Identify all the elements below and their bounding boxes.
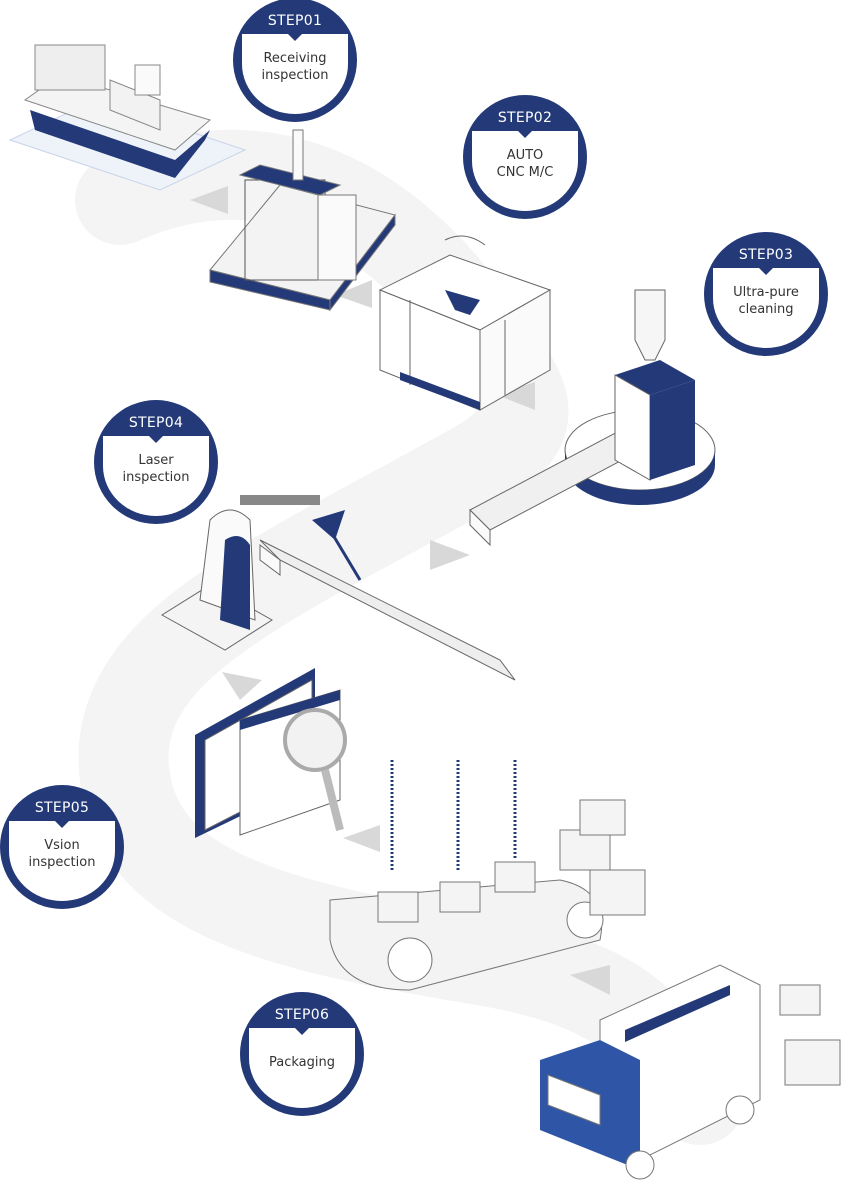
step-number: STEP03 xyxy=(738,247,794,263)
cnc-machine-icon xyxy=(378,235,552,411)
step-number: STEP06 xyxy=(274,1007,330,1023)
cleaning-machine-icon xyxy=(469,289,716,547)
arrow-icon xyxy=(335,280,372,308)
ship-icon xyxy=(8,44,247,191)
arrow-icon xyxy=(343,825,380,852)
step-number: STEP04 xyxy=(128,415,184,431)
step-badge-06: STEP06 Packaging xyxy=(240,992,364,1116)
arrow-icon xyxy=(497,382,535,410)
step-label: Laser inspection xyxy=(122,453,190,485)
step-badge-04: STEP04 Laser inspection xyxy=(94,400,218,524)
arrow-icon xyxy=(190,186,228,214)
step-number: STEP02 xyxy=(497,110,553,126)
flow-arrows xyxy=(190,186,610,995)
vision-monitor-icon xyxy=(195,668,347,838)
arrow-icon xyxy=(570,965,610,995)
step-label: Vsion inspection xyxy=(28,838,96,870)
arrow-icon xyxy=(430,540,470,570)
step-label: Packaging xyxy=(269,1055,335,1070)
step-number: STEP05 xyxy=(34,800,90,816)
step-label: Receiving inspection xyxy=(261,51,329,83)
step-label: Ultra-pure cleaning xyxy=(733,285,799,317)
step-badge-03: STEP03 Ultra-pure cleaning xyxy=(704,232,828,356)
packaging-conveyor-icon xyxy=(329,760,646,991)
step-badge-01: STEP01 Receiving inspection xyxy=(233,0,357,122)
laser-inspection-icon xyxy=(161,495,516,681)
step-badge-05: STEP05 Vsion inspection xyxy=(0,785,124,909)
step-number: STEP01 xyxy=(267,13,323,29)
step-label: AUTO CNC M/C xyxy=(496,148,554,180)
arrow-icon xyxy=(222,672,262,700)
step-badge-02: STEP02 AUTO CNC M/C xyxy=(463,95,587,219)
truck-icon xyxy=(540,964,841,1180)
crane-hooks xyxy=(390,760,517,870)
inspection-machine-icon xyxy=(209,129,396,312)
